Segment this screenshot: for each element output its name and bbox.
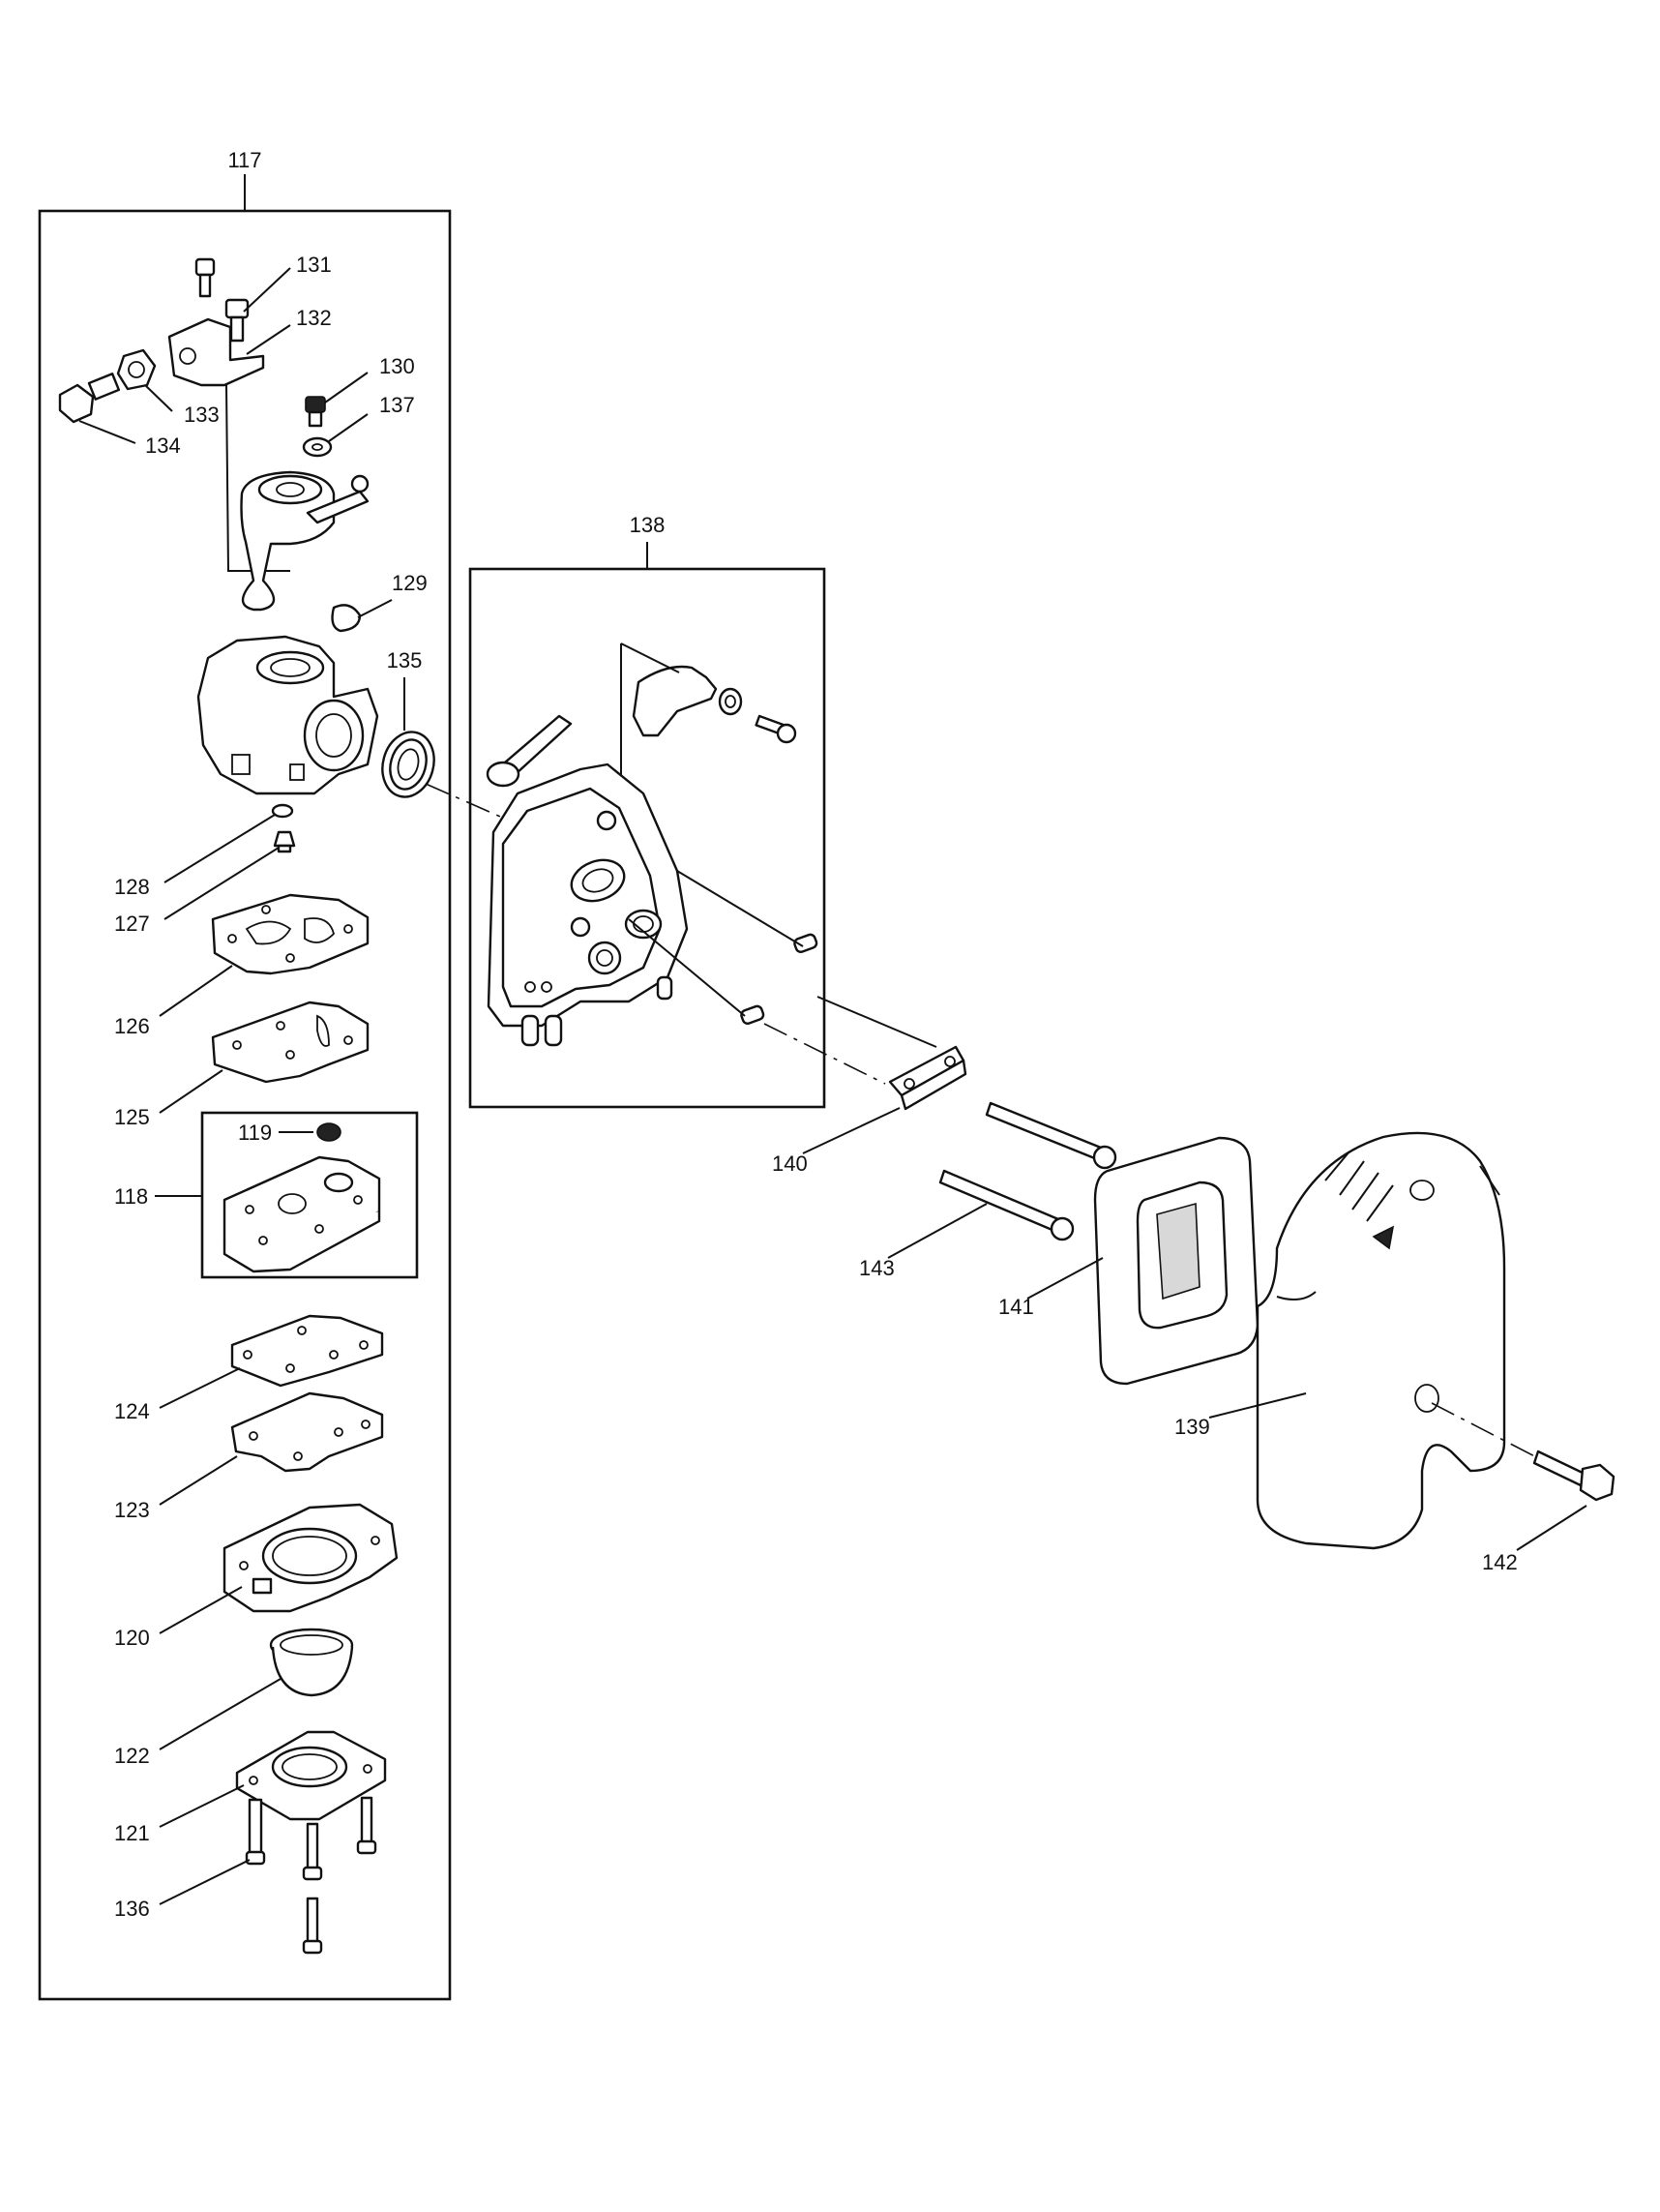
- carburetor-assembly-group: 117: [38, 148, 452, 2001]
- label-125: 125: [114, 1105, 150, 1129]
- part-carburetor-body: [196, 635, 379, 795]
- label-136: 136: [114, 1897, 150, 1921]
- choke-lever: [632, 665, 718, 737]
- part-129-clip: 129: [331, 571, 428, 633]
- part-137-washer: 137: [302, 393, 415, 458]
- label-120: 120: [114, 1626, 150, 1650]
- part-126-gasket: 126: [114, 893, 370, 1038]
- part-131-screw: 131: [194, 253, 332, 343]
- label-138: 138: [630, 513, 666, 537]
- label-121: 121: [114, 1821, 150, 1845]
- label-123: 123: [114, 1498, 150, 1522]
- label-122: 122: [114, 1744, 150, 1768]
- label-118: 118: [114, 1184, 148, 1209]
- alignment-line-plate: [763, 1023, 886, 1085]
- label-126: 126: [114, 1014, 150, 1038]
- part-134-bolt: 134: [58, 373, 181, 458]
- part-130-screw: 130: [305, 354, 415, 428]
- label-132: 132: [296, 306, 332, 330]
- part-135-seal: 135: [381, 648, 435, 798]
- part-throttle-body: [240, 470, 370, 612]
- part-118-pump-body-group: 118 119: [114, 1111, 419, 1279]
- label-140: 140: [772, 1151, 808, 1176]
- part-142-screw: 142: [1482, 1450, 1616, 1574]
- label-128: 128: [114, 875, 150, 899]
- label-130: 130: [379, 354, 415, 378]
- label-129: 129: [392, 571, 428, 595]
- part-124-gasket: 124: [114, 1314, 384, 1423]
- carburetor-assembly-box: [38, 209, 452, 2001]
- label-127: 127: [114, 912, 150, 936]
- part-127-jet: 127: [114, 830, 296, 936]
- label-133: 133: [184, 403, 220, 427]
- label-131: 131: [296, 253, 332, 277]
- label-134: 134: [145, 433, 181, 458]
- part-132-bracket: 132: [167, 306, 332, 572]
- label-141: 141: [998, 1295, 1034, 1319]
- part-136-screws: 136: [114, 1796, 377, 1955]
- air-cleaner-base-group: 138: [468, 513, 826, 1109]
- part-125-diaphragm: 125: [114, 1001, 370, 1129]
- part-123-diaphragm: 123: [114, 1391, 384, 1522]
- part-120-cover: 120: [114, 1503, 399, 1650]
- label-117: 117: [227, 148, 261, 172]
- part-140-plate: 140: [772, 1045, 967, 1176]
- label-119: 119: [238, 1121, 272, 1145]
- label-124: 124: [114, 1399, 150, 1423]
- part-128-o-ring: 128: [114, 803, 294, 899]
- label-142: 142: [1482, 1550, 1518, 1574]
- part-133-nut: 133: [116, 348, 220, 427]
- leader-to-plate: [816, 996, 937, 1048]
- part-139-air-cleaner-cover: 139: [1174, 1131, 1549, 1550]
- part-143-bolts: 143: [859, 1101, 1117, 1280]
- part-122-primer-bulb: 122: [114, 1628, 354, 1768]
- label-135: 135: [387, 648, 423, 673]
- label-139: 139: [1174, 1415, 1210, 1439]
- label-137: 137: [379, 393, 415, 417]
- part-141-air-filter: 141: [998, 1136, 1260, 1386]
- label-143: 143: [859, 1256, 895, 1280]
- part-121-flange: 121: [114, 1730, 387, 1845]
